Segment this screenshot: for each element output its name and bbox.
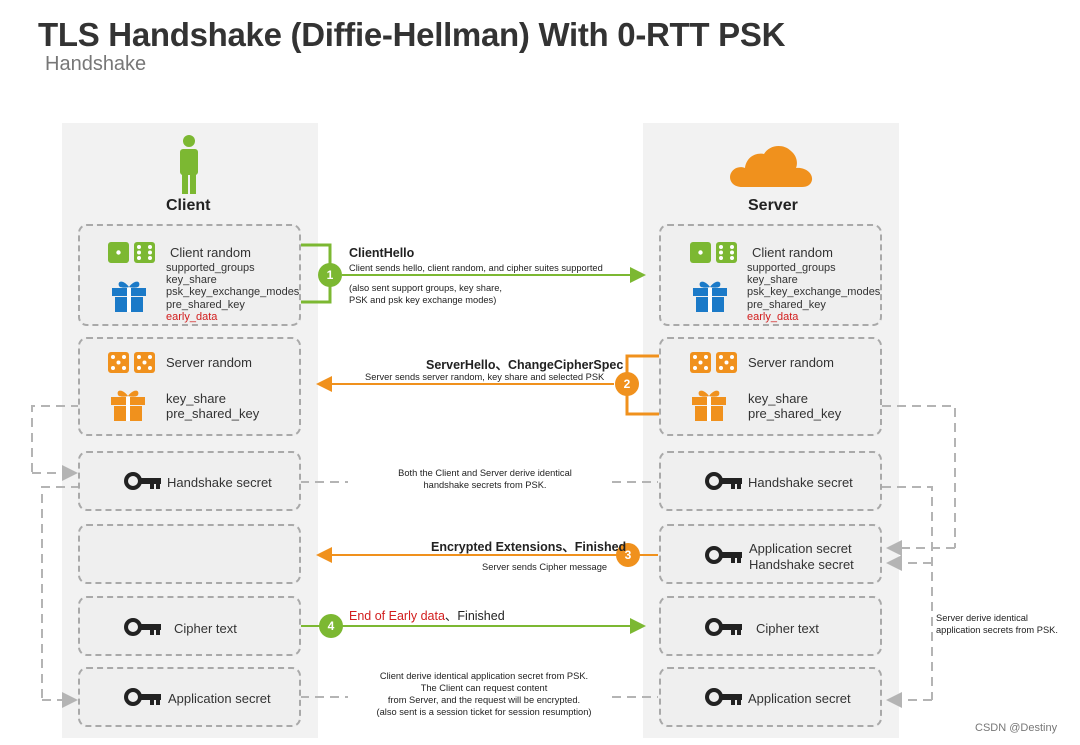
key-icon <box>705 688 742 706</box>
server-server-random-label: Server random <box>748 355 834 370</box>
server-cipher-text-label: Cipher text <box>756 621 819 636</box>
client-hello-title: ClientHello <box>349 246 415 260</box>
field-early-data: early_data <box>166 310 218 323</box>
watermark: CSDN @Destiny <box>975 722 1058 734</box>
client-cipher-text-label: Cipher text <box>174 621 237 636</box>
field-supported-groups: supported_groups <box>166 262 255 274</box>
client-hello-fields: supported_groups key_share psk_key_excha… <box>166 262 299 323</box>
server-derive-note: Server derive identical application secr… <box>936 612 1058 636</box>
server-application-secret-box-2 <box>659 667 882 727</box>
server-client-random-label: Client random <box>752 245 833 260</box>
diagram-subtitle: Handshake <box>45 53 147 75</box>
key-icon <box>705 618 742 636</box>
dice-green-icon <box>108 242 155 263</box>
client-handshake-secret-box <box>78 451 301 511</box>
server-note-line2: application secrets from PSK. <box>936 625 1058 635</box>
step-1-badge: 1 <box>318 263 342 287</box>
field-key-share: key_share <box>748 391 808 406</box>
client-server-random-fields: key_share pre_shared_key <box>166 391 259 421</box>
application-derive-note: Client derive identical application secr… <box>354 670 614 718</box>
encrypted-extensions-title: Encrypted Extensions、Finished <box>431 540 627 554</box>
app-note-line3: from Server, and the request will be enc… <box>387 695 581 705</box>
client-heading: Client <box>166 197 211 214</box>
app-note-line1: Client derive identical application secr… <box>379 671 589 681</box>
key-icon <box>705 546 742 564</box>
step-2-badge: 2 <box>615 372 639 396</box>
server-heading: Server <box>748 197 798 214</box>
person-icon <box>180 135 198 194</box>
server-note-line1: Server derive identical <box>936 613 1028 623</box>
dice-orange-icon <box>690 352 737 373</box>
server-hello-title: ServerHello、ChangeCipherSpec <box>426 358 624 372</box>
key-icon <box>124 472 161 490</box>
step-3-badge: 3 <box>616 543 640 567</box>
client-application-secret-label: Application secret <box>168 691 271 706</box>
client-hello-note-line1: (also sent support groups, key share, <box>349 283 502 293</box>
field-early-data: early_data <box>747 310 799 323</box>
dice-green-icon <box>690 242 737 263</box>
handshake-derive-note-line1: Both the Client and Server derive identi… <box>398 468 572 478</box>
client-empty-box <box>78 524 301 584</box>
server-application-secret-label-2: Application secret <box>748 691 851 706</box>
handshake-derive-note: Both the Client and Server derive identi… <box>380 467 590 491</box>
gift-orange-icon <box>111 390 145 421</box>
key-icon <box>124 618 161 636</box>
cloud-icon <box>730 145 813 187</box>
field-key-share: key_share <box>166 391 226 406</box>
gift-blue-icon <box>112 281 146 312</box>
key-icon <box>124 688 161 706</box>
server-handshake-secret-label-2: Handshake secret <box>749 557 854 572</box>
server-hello-desc: Server sends server random, key share an… <box>365 372 605 382</box>
field-psk-key-exchange-modes: psk_key_exchange_modes <box>166 286 300 299</box>
server-app-hs-secret-labels: Application secret Handshake secret <box>749 541 854 573</box>
server-handshake-secret-label: Handshake secret <box>748 475 853 490</box>
client-hello-note-line2: PSK and psk key exchange modes) <box>349 295 497 305</box>
field-supported-groups: supported_groups <box>747 262 836 274</box>
client-hello-note: (also sent support groups, key share, PS… <box>349 282 502 306</box>
end-of-early-data-title: End of Early data、Finished <box>349 605 505 624</box>
handshake-derive-note-line2: handshake secrets from PSK. <box>423 480 547 490</box>
server-application-secret-box <box>659 524 882 584</box>
app-note-line2: The Client can request content <box>420 683 548 693</box>
step-4-badge: 4 <box>319 614 343 638</box>
app-note-line4: (also sent is a session ticket for sessi… <box>376 707 592 717</box>
field-pre-shared-key: pre_shared_key <box>747 298 826 311</box>
client-random-label: Client random <box>170 245 251 260</box>
client-application-secret-box <box>78 667 301 727</box>
key-icon <box>705 472 742 490</box>
encrypted-extensions-desc: Server sends Cipher message <box>482 562 608 572</box>
server-handshake-secret-box <box>659 451 882 511</box>
server-server-random-fields: key_share pre_shared_key <box>748 391 841 421</box>
finished-label: 、Finished <box>444 609 505 623</box>
client-handshake-secret-label: Handshake secret <box>167 475 272 490</box>
server-client-hello-fields: supported_groups key_share psk_key_excha… <box>747 262 880 323</box>
client-hello-desc: Client sends hello, client random, and c… <box>349 263 603 273</box>
client-server-random-label: Server random <box>166 355 252 370</box>
field-key-share: key_share <box>166 274 217 287</box>
gift-orange-icon <box>692 390 726 421</box>
server-application-secret-label: Application secret <box>749 541 852 556</box>
server-cipher-text-box <box>659 596 882 656</box>
field-key-share: key_share <box>747 274 798 287</box>
end-of-early-data-label: End of Early data <box>349 609 445 623</box>
field-pre-shared-key: pre_shared_key <box>748 406 842 421</box>
dice-orange-icon <box>108 352 155 373</box>
diagram-title: TLS Handshake (Diffie-Hellman) With 0-RT… <box>38 16 786 53</box>
gift-blue-icon <box>693 281 727 312</box>
client-cipher-text-box <box>78 596 301 656</box>
field-pre-shared-key: pre_shared_key <box>166 298 245 311</box>
field-pre-shared-key: pre_shared_key <box>166 406 260 421</box>
field-psk-key-exchange-modes: psk_key_exchange_modes <box>747 286 881 299</box>
